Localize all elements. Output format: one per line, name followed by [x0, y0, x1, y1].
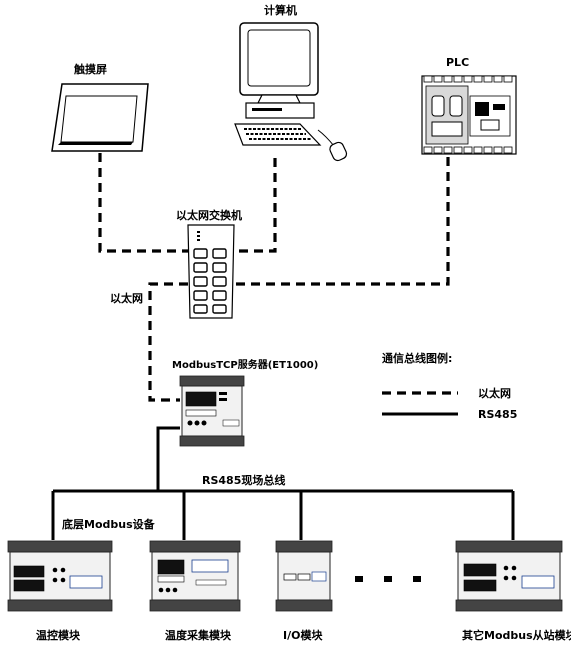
temp-control-label: 温控模块: [36, 628, 81, 642]
modbus-tcp-server-icon: [179, 375, 245, 447]
temp-control-module-icon: [7, 540, 113, 612]
other-slave-module-icon: [455, 540, 563, 612]
legend-ethernet-label: 以太网: [478, 386, 511, 400]
bottom-device-label: 底层Modbus设备: [62, 517, 156, 531]
ethernet-side-label: 以太网: [110, 291, 143, 305]
legend: 通信总线图例: 以太网 RS485: [382, 351, 517, 421]
field-bus-label: RS485现场总线: [202, 473, 285, 487]
ethernet-switch-icon: [187, 224, 235, 319]
legend-rs485-label: RS485: [478, 408, 517, 421]
touchscreen-label: 触摸屏: [73, 62, 107, 76]
ellipsis-dots: [355, 576, 421, 582]
switch-label: 以太网交换机: [176, 208, 242, 222]
ethernet-connections: [98, 153, 450, 402]
other-slave-label: 其它Modbus从站模块: [462, 628, 571, 642]
io-label: I/O模块: [283, 628, 323, 642]
server-drop-line: [156, 426, 180, 491]
computer-label: 计算机: [264, 3, 297, 17]
plc-icon: [421, 75, 517, 155]
computer-icon: [234, 22, 348, 162]
plc-label: PLC: [446, 56, 469, 69]
touchscreen-icon: [51, 83, 149, 152]
temp-acq-label: 温度采集模块: [165, 628, 232, 642]
legend-title: 通信总线图例:: [382, 351, 452, 365]
temp-acq-module-icon: [149, 540, 241, 612]
switch-to-server-line: [148, 282, 188, 402]
computer-to-switch-line: [232, 158, 277, 253]
io-module-icon: [275, 540, 333, 612]
plc-to-switch-line: [232, 157, 450, 286]
server-label: ModbusTCP服务器(ET1000): [172, 358, 318, 371]
rs485-connections: [51, 426, 515, 540]
touchscreen-to-switch-line: [98, 153, 188, 253]
